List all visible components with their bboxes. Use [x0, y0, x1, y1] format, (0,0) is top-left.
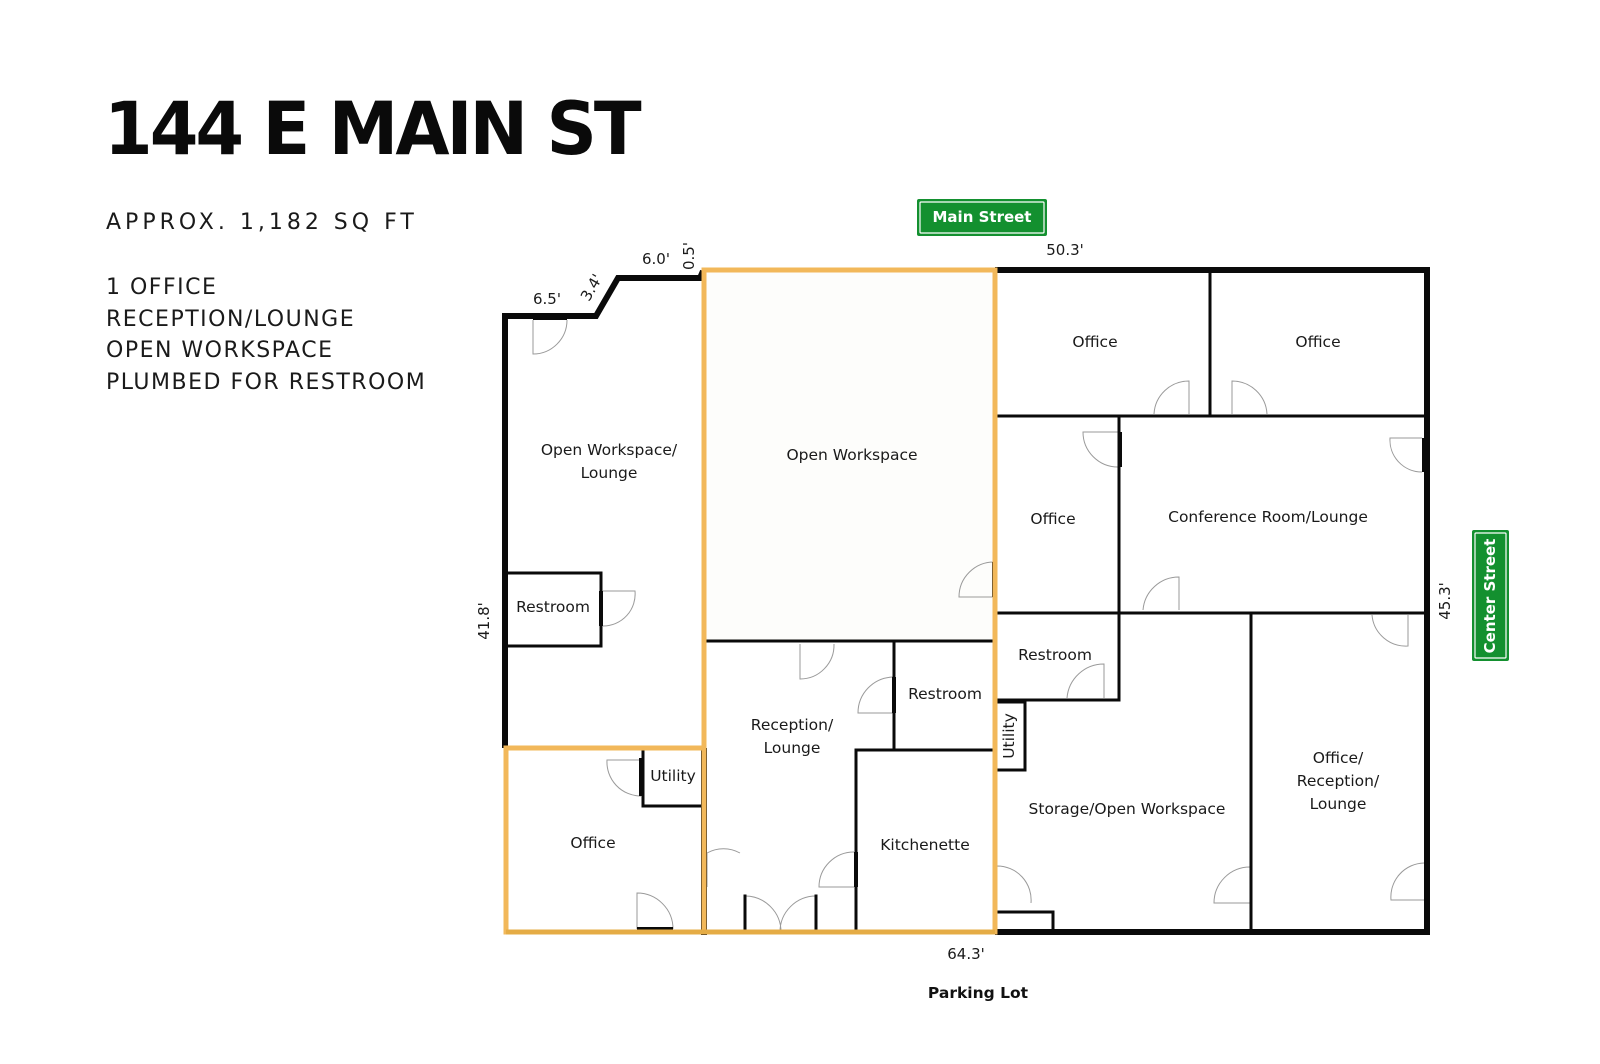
- room-label-storage: Storage/Open Workspace: [1029, 800, 1226, 818]
- dim-top-left-a: 6.5': [533, 290, 561, 308]
- main-street-label: Main Street: [933, 208, 1032, 226]
- door-arc-icon: [1231, 380, 1268, 415]
- dim-top-left-c: 6.0': [642, 250, 670, 268]
- room-labels: Open Workspace/ Lounge Restroom Office U…: [516, 333, 1380, 854]
- door-arc-icon: [532, 319, 568, 355]
- door-arc-icon: [744, 895, 782, 933]
- room-label-office-reception-3: Lounge: [1310, 795, 1367, 813]
- room-label-office-top-2: Office: [1295, 333, 1340, 351]
- center-street-label: Center Street: [1481, 539, 1499, 654]
- door-arc-icon: [857, 676, 894, 714]
- room-label-utility-right: Utility: [1000, 713, 1018, 759]
- room-label-restroom-right: Restroom: [1018, 646, 1092, 664]
- door-arc-icon: [996, 865, 1032, 904]
- dim-top-left-d: 0.5': [680, 242, 698, 270]
- center-street-sign: Center Street: [1472, 530, 1509, 661]
- door-arc-icon: [636, 892, 674, 930]
- room-label-office-mid: Office: [1030, 510, 1075, 528]
- door-arc-icon: [799, 643, 835, 680]
- feature-list: 1 OFFICE RECEPTION/LOUNGE OPEN WORKSPACE…: [106, 272, 426, 398]
- door-arc-icon: [602, 590, 636, 627]
- feature-item: RECEPTION/LOUNGE: [106, 306, 356, 332]
- dimension-labels: 50.3' 64.3' 45.3' 41.8' 6.5' 3.4' 6.0' 0…: [475, 241, 1454, 963]
- room-label-kitchenette: Kitchenette: [880, 836, 969, 854]
- feature-item: OPEN WORKSPACE: [106, 338, 334, 363]
- room-label-reception-lounge: Reception/: [751, 716, 834, 734]
- door-arc-icon: [1389, 437, 1423, 473]
- door-arc-icon: [779, 895, 817, 933]
- room-label-reception-lounge-2: Lounge: [764, 739, 821, 757]
- main-street-sign: Main Street: [917, 199, 1047, 236]
- door-arc-icon: [606, 759, 642, 797]
- dim-top-right: 50.3': [1046, 241, 1084, 259]
- feature-item: 1 OFFICE: [106, 275, 218, 300]
- room-label-conference: Conference Room/Lounge: [1168, 508, 1368, 526]
- dim-right: 45.3': [1436, 582, 1454, 620]
- room-label-open-workspace-lounge: Open Workspace/: [541, 441, 678, 459]
- feature-item: PLUMBED FOR RESTROOM: [106, 369, 427, 395]
- room-label-office-top-1: Office: [1072, 333, 1117, 351]
- door-arc-icon: [1066, 663, 1105, 699]
- room-label-restroom-mid: Restroom: [908, 685, 982, 703]
- door-arc-icon: [1390, 862, 1425, 901]
- door-arc-icon: [706, 848, 741, 887]
- room-label-office-highlight: Office: [570, 834, 615, 852]
- dim-bottom: 64.3': [947, 945, 985, 963]
- door-swings: [532, 319, 1425, 933]
- door-arc-icon: [1082, 431, 1119, 468]
- door-arc-icon: [1213, 866, 1251, 904]
- door-arc-icon: [958, 561, 995, 598]
- dim-top-left-b: 3.4': [577, 271, 607, 304]
- interior-walls: [506, 269, 1428, 934]
- room-label-office-reception: Office/: [1313, 749, 1364, 767]
- door-arc-icon: [1153, 380, 1190, 415]
- room-label-office-reception-2: Reception/: [1297, 772, 1380, 790]
- room-label-open-workspace-lounge-2: Lounge: [581, 464, 638, 482]
- parking-lot-label: Parking Lot: [928, 984, 1029, 1002]
- square-footage: APPROX. 1,182 SQ FT: [106, 210, 418, 235]
- door-arc-icon: [818, 851, 855, 888]
- dim-left: 41.8': [475, 602, 493, 640]
- door-arc-icon: [1142, 576, 1180, 611]
- property-title: 144 E MAIN ST: [104, 85, 642, 172]
- room-label-utility-left: Utility: [650, 767, 696, 785]
- door-arc-icon: [1371, 614, 1409, 647]
- open-workspace-fill: [705, 271, 995, 641]
- room-label-open-workspace: Open Workspace: [786, 446, 917, 464]
- room-label-restroom-left: Restroom: [516, 598, 590, 616]
